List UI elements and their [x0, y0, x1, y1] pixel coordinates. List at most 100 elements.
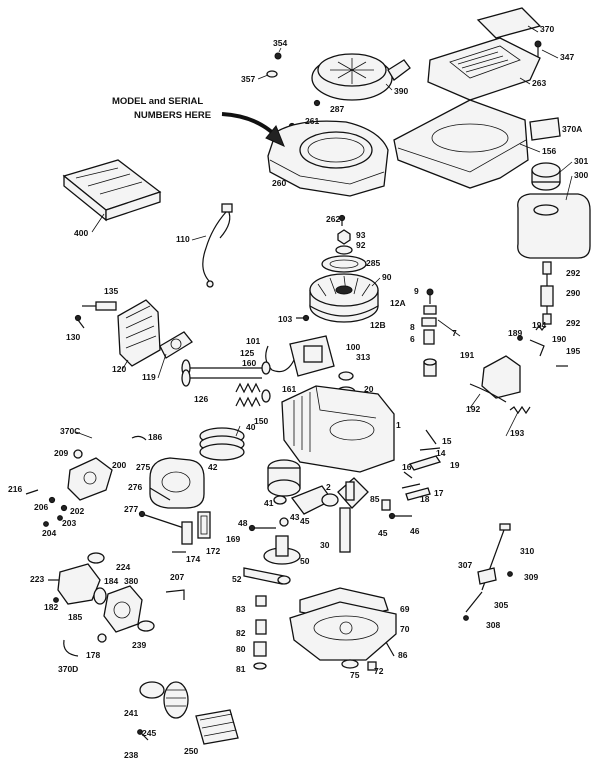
governor-link-15 [425, 429, 437, 445]
breather-12B [421, 317, 437, 327]
spring-193 [509, 405, 531, 415]
screw-309 [507, 571, 513, 577]
screw-206 [48, 496, 56, 504]
part-label: 250 [184, 746, 198, 756]
callout-line-2: NUMBERS HERE [134, 110, 211, 121]
link-192 [469, 383, 507, 403]
muffler-bracket-276 [149, 487, 171, 501]
part-label: 18 [420, 494, 430, 504]
part-label: 86 [398, 650, 408, 660]
part-label: 189 [508, 328, 522, 338]
part-label: 287 [330, 104, 344, 114]
part-label: 354 [273, 38, 287, 48]
clamp-307 [477, 567, 497, 585]
spring-194 [535, 325, 546, 331]
cylinder-block-1 [281, 385, 395, 473]
screw-203 [57, 515, 63, 521]
governor-19 [408, 455, 442, 471]
part-label: 178 [86, 650, 100, 660]
screw-182 [53, 597, 59, 603]
decal-370A [529, 117, 561, 141]
part-label: 301 [574, 156, 588, 166]
screw-9 [426, 288, 434, 304]
breather-tube-7 [423, 358, 437, 377]
part-label: 100 [346, 342, 360, 352]
plug-83 [255, 595, 267, 607]
part-label: 262 [326, 214, 340, 224]
governor-shaft-85 [381, 499, 391, 511]
callout-line-1: MODEL and SERIAL [112, 96, 203, 107]
part-label: 93 [356, 230, 366, 240]
part-label: 1 [396, 420, 401, 430]
link-186 [131, 435, 147, 441]
air-cleaner-cover-250 [195, 709, 239, 745]
part-label: 194 [532, 320, 546, 330]
washer-202 [60, 504, 68, 512]
part-label: 292 [566, 318, 580, 328]
choke-lever-209 [73, 449, 83, 459]
fuel-line-assembly-290 [540, 261, 554, 325]
part-label: 125 [240, 348, 254, 358]
part-label: 12B [370, 320, 386, 330]
part-label: 216 [8, 484, 22, 494]
ground-wire-110 [202, 203, 233, 288]
valve-6 [423, 329, 435, 345]
part-label: 126 [194, 394, 208, 404]
screw-354 [274, 52, 282, 60]
muffler-275 [149, 457, 205, 509]
part-label: 42 [208, 462, 218, 472]
nut-93 [337, 229, 351, 245]
part-label: 80 [236, 644, 246, 654]
part-label: 209 [54, 448, 68, 458]
part-label: 2 [326, 482, 331, 492]
part-label: 75 [350, 670, 360, 680]
part-label: 285 [366, 258, 380, 268]
bolt-86 [385, 641, 395, 657]
part-label: 290 [566, 288, 580, 298]
control-lever-190 [529, 339, 545, 357]
part-label: 370C [60, 426, 80, 436]
leader-lines [75, 25, 573, 439]
screw-204 [43, 521, 49, 527]
part-label: 370 [540, 24, 554, 34]
part-label: 300 [574, 170, 588, 180]
part-label: 7 [452, 328, 457, 338]
decal-370 [476, 7, 542, 39]
part-label: 223 [30, 574, 44, 584]
part-label: 82 [236, 628, 246, 638]
gasket-169 [197, 511, 211, 539]
part-label: 275 [136, 462, 150, 472]
head-gasket-119 [159, 331, 193, 359]
part-label: 150 [254, 416, 268, 426]
part-label: 72 [374, 666, 384, 676]
governor-17 [405, 487, 431, 501]
part-label: 110 [176, 234, 190, 244]
crankshaft-30 [337, 477, 369, 553]
ignition-wire-101 [265, 345, 295, 373]
part-label: 370A [562, 124, 582, 134]
screw-238 [137, 729, 149, 741]
part-label: 92 [356, 240, 366, 250]
part-label: 186 [148, 432, 162, 442]
oil-fill-80 [253, 641, 267, 657]
dipstick-tube-82 [255, 619, 267, 635]
bolt-46 [388, 512, 412, 520]
part-label: 308 [486, 620, 500, 630]
piston-pin-41 [273, 495, 287, 505]
clip-357 [266, 70, 278, 78]
part-label: 192 [466, 404, 480, 414]
tappet-52 [243, 567, 291, 585]
air-filter-400 [62, 159, 162, 222]
part-label: 19 [450, 460, 460, 470]
part-label: 14 [436, 448, 446, 458]
part-label: 46 [410, 526, 420, 536]
gasket-172 [181, 521, 193, 545]
part-label: 347 [560, 52, 574, 62]
governor-rod-18 [401, 483, 421, 489]
piston-2 [267, 459, 301, 497]
valve-spring-retainer-160 [261, 361, 271, 375]
part-label: 120 [112, 364, 126, 374]
part-label: 103 [278, 314, 292, 324]
part-label: 12A [390, 298, 406, 308]
